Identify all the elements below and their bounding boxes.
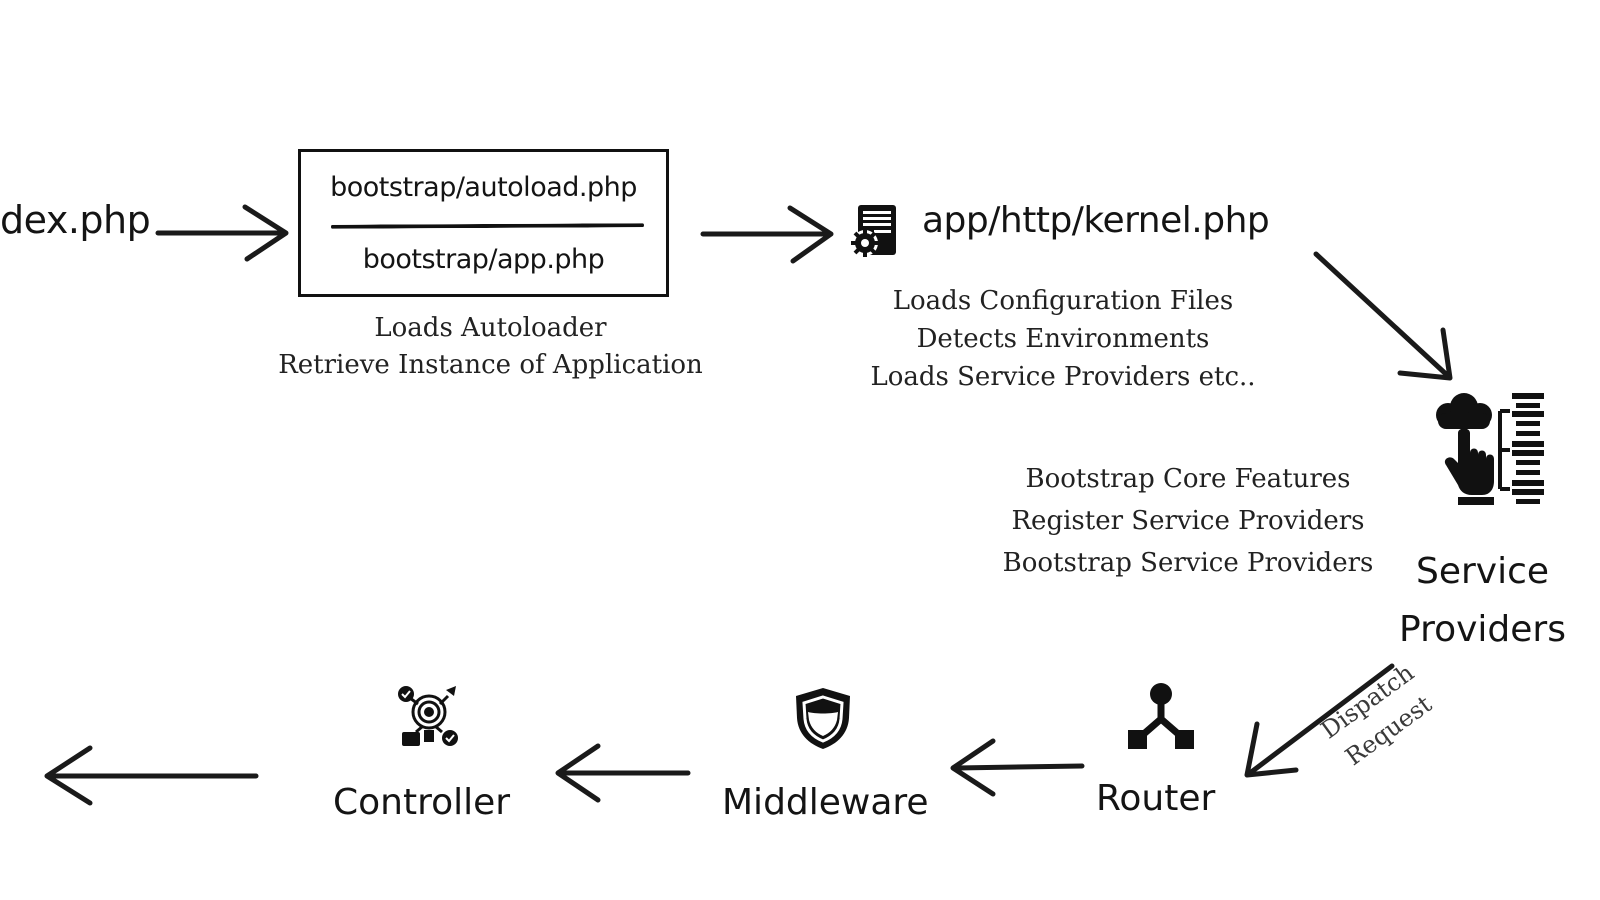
- bootstrap-app-label: bootstrap/app.php: [362, 244, 605, 275]
- bootstrap-box-divider: [330, 223, 645, 229]
- arrow-service-providers-to-router: [1244, 663, 1395, 778]
- kernel-desc-line: Detects Environments: [916, 324, 1210, 354]
- kernel-desc-line: Loads Configuration Files: [892, 286, 1234, 316]
- controller-label: Controller: [333, 782, 511, 823]
- kernel-php-label: app/http/kernel.php: [922, 200, 1270, 241]
- bootstrap-autoload-label: bootstrap/autoload.php: [330, 172, 637, 203]
- bootstrap-desc-line: Retrieve Instance of Application: [278, 350, 703, 380]
- middleware-label: Middleware: [722, 782, 929, 823]
- index-php-label: dex.php: [0, 198, 151, 242]
- service-providers-description: Bootstrap Core Features Register Service…: [978, 458, 1398, 584]
- service-providers-desc-line: Bootstrap Service Providers: [1002, 548, 1374, 578]
- service-providers-label-line: Providers: [1399, 609, 1566, 650]
- arrow-controller-to-exit: [44, 745, 259, 806]
- bootstrap-box: bootstrap/autoload.php bootstrap/app.php: [298, 149, 669, 297]
- shield-icon: [796, 688, 850, 749]
- service-providers-desc-line: Bootstrap Core Features: [1025, 464, 1351, 494]
- server-gear-icon: [851, 205, 896, 257]
- router-branch-icon: [1128, 683, 1194, 749]
- service-providers-desc-line: Register Service Providers: [1011, 506, 1365, 536]
- target-process-icon: [398, 686, 458, 746]
- arrow-router-to-middleware: [950, 738, 1085, 797]
- service-providers-label-line: Service: [1415, 551, 1550, 592]
- kernel-description: Loads Configuration Files Detects Enviro…: [843, 282, 1283, 396]
- bootstrap-desc-line: Loads Autoloader: [374, 313, 607, 343]
- bootstrap-description: Loads Autoloader Retrieve Instance of Ap…: [258, 310, 723, 384]
- router-label: Router: [1096, 778, 1216, 819]
- arrow-kernel-to-service-providers: [1313, 251, 1453, 381]
- arrow-middleware-to-controller: [555, 743, 691, 803]
- service-providers-label: Service Providers: [1380, 543, 1585, 659]
- arrow-index-to-bootstrap: [155, 204, 289, 262]
- arrow-bootstrap-to-kernel: [700, 205, 834, 264]
- kernel-desc-line: Loads Service Providers etc..: [870, 362, 1256, 392]
- cloud-hand-hierarchy-icon: [1436, 393, 1544, 505]
